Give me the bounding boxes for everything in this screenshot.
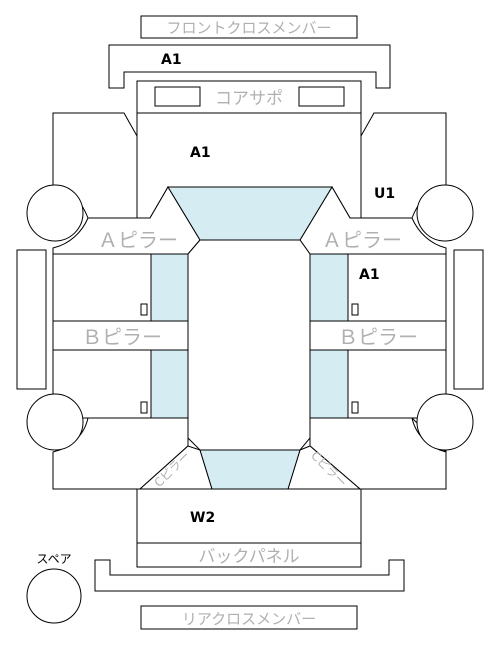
left-rear-door-handle [140, 401, 148, 414]
right-front-door-handle [351, 303, 359, 316]
svg-text:バックパネル: バックパネル [198, 547, 299, 567]
right-rear-door-handle [351, 401, 359, 414]
right-rear-door-glass[interactable] [309, 349, 349, 419]
left-rear-door-glass[interactable] [150, 349, 189, 419]
svg-text:Ａピラー: Ａピラー [98, 228, 178, 252]
svg-text:Ａピラー: Ａピラー [322, 228, 402, 252]
svg-text:リアクロスメンバー: リアクロスメンバー [182, 610, 316, 628]
right-rocker-panel[interactable] [453, 249, 484, 390]
svg-text:Ｂピラー: Ｂピラー [82, 325, 162, 349]
spare-label: スペア [36, 552, 71, 566]
svg-text:フロントクロスメンバー: フロントクロスメンバー [166, 19, 331, 37]
right-front-door-damage-code: A1 [359, 267, 380, 283]
left-front-door-handle [140, 303, 148, 316]
front-right-wheel[interactable] [416, 184, 474, 242]
rear-right-wheel[interactable] [416, 393, 474, 451]
front-cross-member-damage-code: A1 [161, 52, 182, 68]
trunk-damage-code: W2 [190, 510, 215, 526]
svg-text:コアサポ: コアサポ [215, 89, 283, 109]
roof[interactable] [187, 239, 311, 451]
left-front-door-glass[interactable] [150, 253, 189, 322]
left-rocker-panel[interactable] [16, 249, 47, 390]
back-panel[interactable] [136, 542, 362, 568]
front-left-wheel[interactable] [26, 184, 84, 242]
right-fender-damage-code: U1 [374, 186, 395, 202]
core-support[interactable]: コアサポ [136, 80, 362, 114]
rear-window[interactable] [199, 449, 301, 490]
spare-tire[interactable] [26, 568, 82, 624]
rear-left-wheel[interactable] [26, 393, 84, 451]
front-cross-member[interactable] [108, 44, 391, 89]
hood-damage-code: A1 [190, 145, 211, 161]
right-front-door-glass[interactable] [309, 253, 349, 322]
front-cross-member-label: フロントクロスメンバー [140, 15, 358, 39]
svg-text:Ｂピラー: Ｂピラー [338, 325, 418, 349]
rear-cross-member[interactable] [94, 559, 405, 592]
rear-cross-member-label: リアクロスメンバー [140, 605, 358, 630]
trunk[interactable] [136, 488, 362, 544]
